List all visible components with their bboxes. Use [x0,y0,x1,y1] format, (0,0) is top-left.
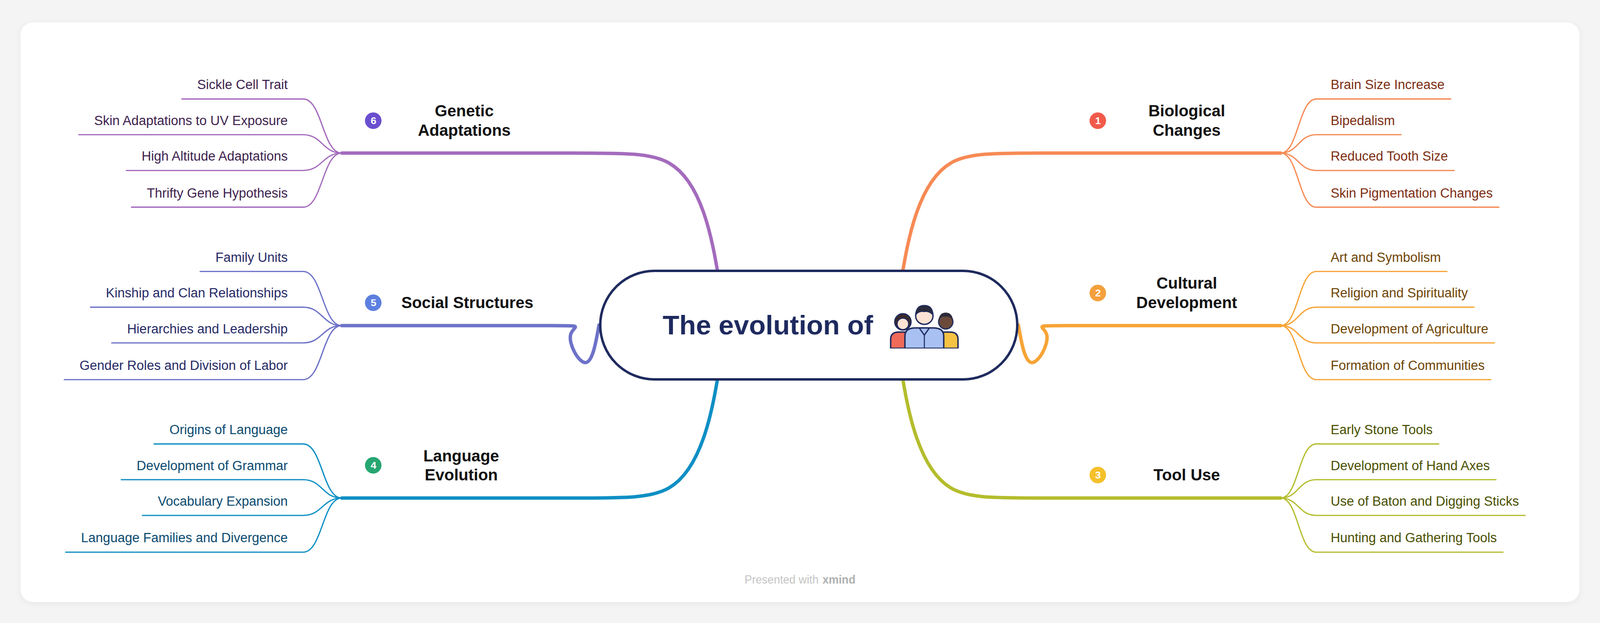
topic-text: Religion and Spirituality [1330,285,1468,301]
leaf-topic: Religion and Spirituality [1316,285,1474,308]
leaf-connector [1280,98,1451,153]
topic-text: Sickle Cell Trait [197,76,288,93]
branch-topic: Genetic Adaptations [341,101,602,153]
leaf-topic: Hierarchies and Leadership [111,321,304,344]
branch-topic: Biological Changes [1015,101,1281,153]
topic-text: Gender Roles and Division of Labor [79,357,289,374]
central-topic: The evolution of [599,269,1019,382]
branch-connector [903,153,1281,270]
leaf-topic: Skin Adaptations to UV Exposure [78,112,304,135]
topic-text: Origins of Language [169,421,288,438]
leaf-topic: Gender Roles and Division of Labor [64,357,304,380]
leaf-topic: High Altitude Adaptations [126,148,304,171]
branch-connector [341,153,717,270]
topic-text: Vocabulary Expansion [157,493,288,510]
topic-text: Early Stone Tools [1330,421,1433,438]
branch-connector [1018,325,1281,363]
leaf-topic: Bipedalism [1316,112,1401,135]
topic-text: Skin Adaptations to UV Exposure [94,112,289,129]
leaf-topic: Brain Size Increase [1316,76,1451,99]
leaf-topic: Kinship and Clan Relationships [90,285,304,308]
topic-text: Formation of Communities [1330,357,1485,374]
topic-text: Kinship and Clan Relationships [106,285,289,301]
leaf-topic: Thrifty Gene Hypothesis [131,185,304,208]
branch-connector [341,380,717,498]
topic-text: Hunting and Gathering Tools [1330,529,1497,546]
topic-text: High Altitude Adaptations [141,148,288,164]
topic-text: Development of Grammar [136,457,289,474]
leaf-topic: Use of Baton and Digging Sticks [1316,493,1526,516]
topic-text: Use of Baton and Digging Sticks [1330,493,1519,510]
leaf-topic: Vocabulary Expansion [142,493,304,516]
callout-number: 6 [364,112,382,129]
topic-text: Thrifty Gene Hypothesis [146,185,289,201]
branch-topic: Tool Use [1015,465,1281,498]
watermark-text: Presented with [744,573,819,586]
topic-text: Brain Size Increase [1330,76,1445,93]
topic-text: Genetic Adaptations [405,101,524,140]
watermark: Presented withxmind [0,573,1600,587]
leaf-topic: Development of Hand Axes [1316,457,1496,480]
topic-text: Tool Use [1099,465,1273,485]
topic-text: Social Structures [380,292,554,313]
topic-text: Biological Changes [1127,101,1246,140]
leaf-topic: Early Stone Tools [1316,421,1439,444]
leaf-topic: Sickle Cell Trait [181,76,304,99]
leaf-topic: Development of Agriculture [1316,321,1495,344]
leaf-topic: Family Units [200,249,303,272]
leaf-topic: Development of Grammar [121,457,304,480]
topic-text: Skin Pigmentation Changes [1330,185,1493,201]
topic-text: Art and Symbolism [1330,249,1441,266]
leaf-topic: Art and Symbolism [1316,249,1448,272]
branch-connector [341,325,599,363]
leaf-topic: Language Families and Divergence [65,529,304,552]
topic-text: Family Units [215,249,289,266]
callout-number: 1 [1089,112,1107,129]
topic-text: Cultural Development [1127,273,1246,312]
branch-topic: Social Structures [341,292,602,326]
topic-text: Reduced Tooth Size [1330,148,1448,164]
topic-text: Development of Agriculture [1330,321,1489,337]
leaf-topic: Hunting and Gathering Tools [1316,529,1504,552]
topic-text: Development of Hand Axes [1330,457,1490,474]
leaf-topic: Formation of Communities [1316,357,1491,380]
leaf-topic: Origins of Language [154,421,304,444]
topic-text: Language Families and Divergence [81,529,289,546]
branch-topic: Language Evolution [341,446,602,498]
branch-topic: Cultural Development [1015,273,1281,326]
people-icon [887,301,962,349]
leaf-topic: Skin Pigmentation Changes [1316,185,1499,208]
topic-text: The evolution of [662,309,873,341]
leaf-topic: Reduced Tooth Size [1316,148,1455,171]
topic-text: Bipedalism [1330,112,1395,129]
topic-text: Hierarchies and Leadership [127,321,288,337]
topic-text: Language Evolution [402,446,520,485]
watermark-text: xmind [822,573,856,586]
branch-connector [903,380,1281,498]
